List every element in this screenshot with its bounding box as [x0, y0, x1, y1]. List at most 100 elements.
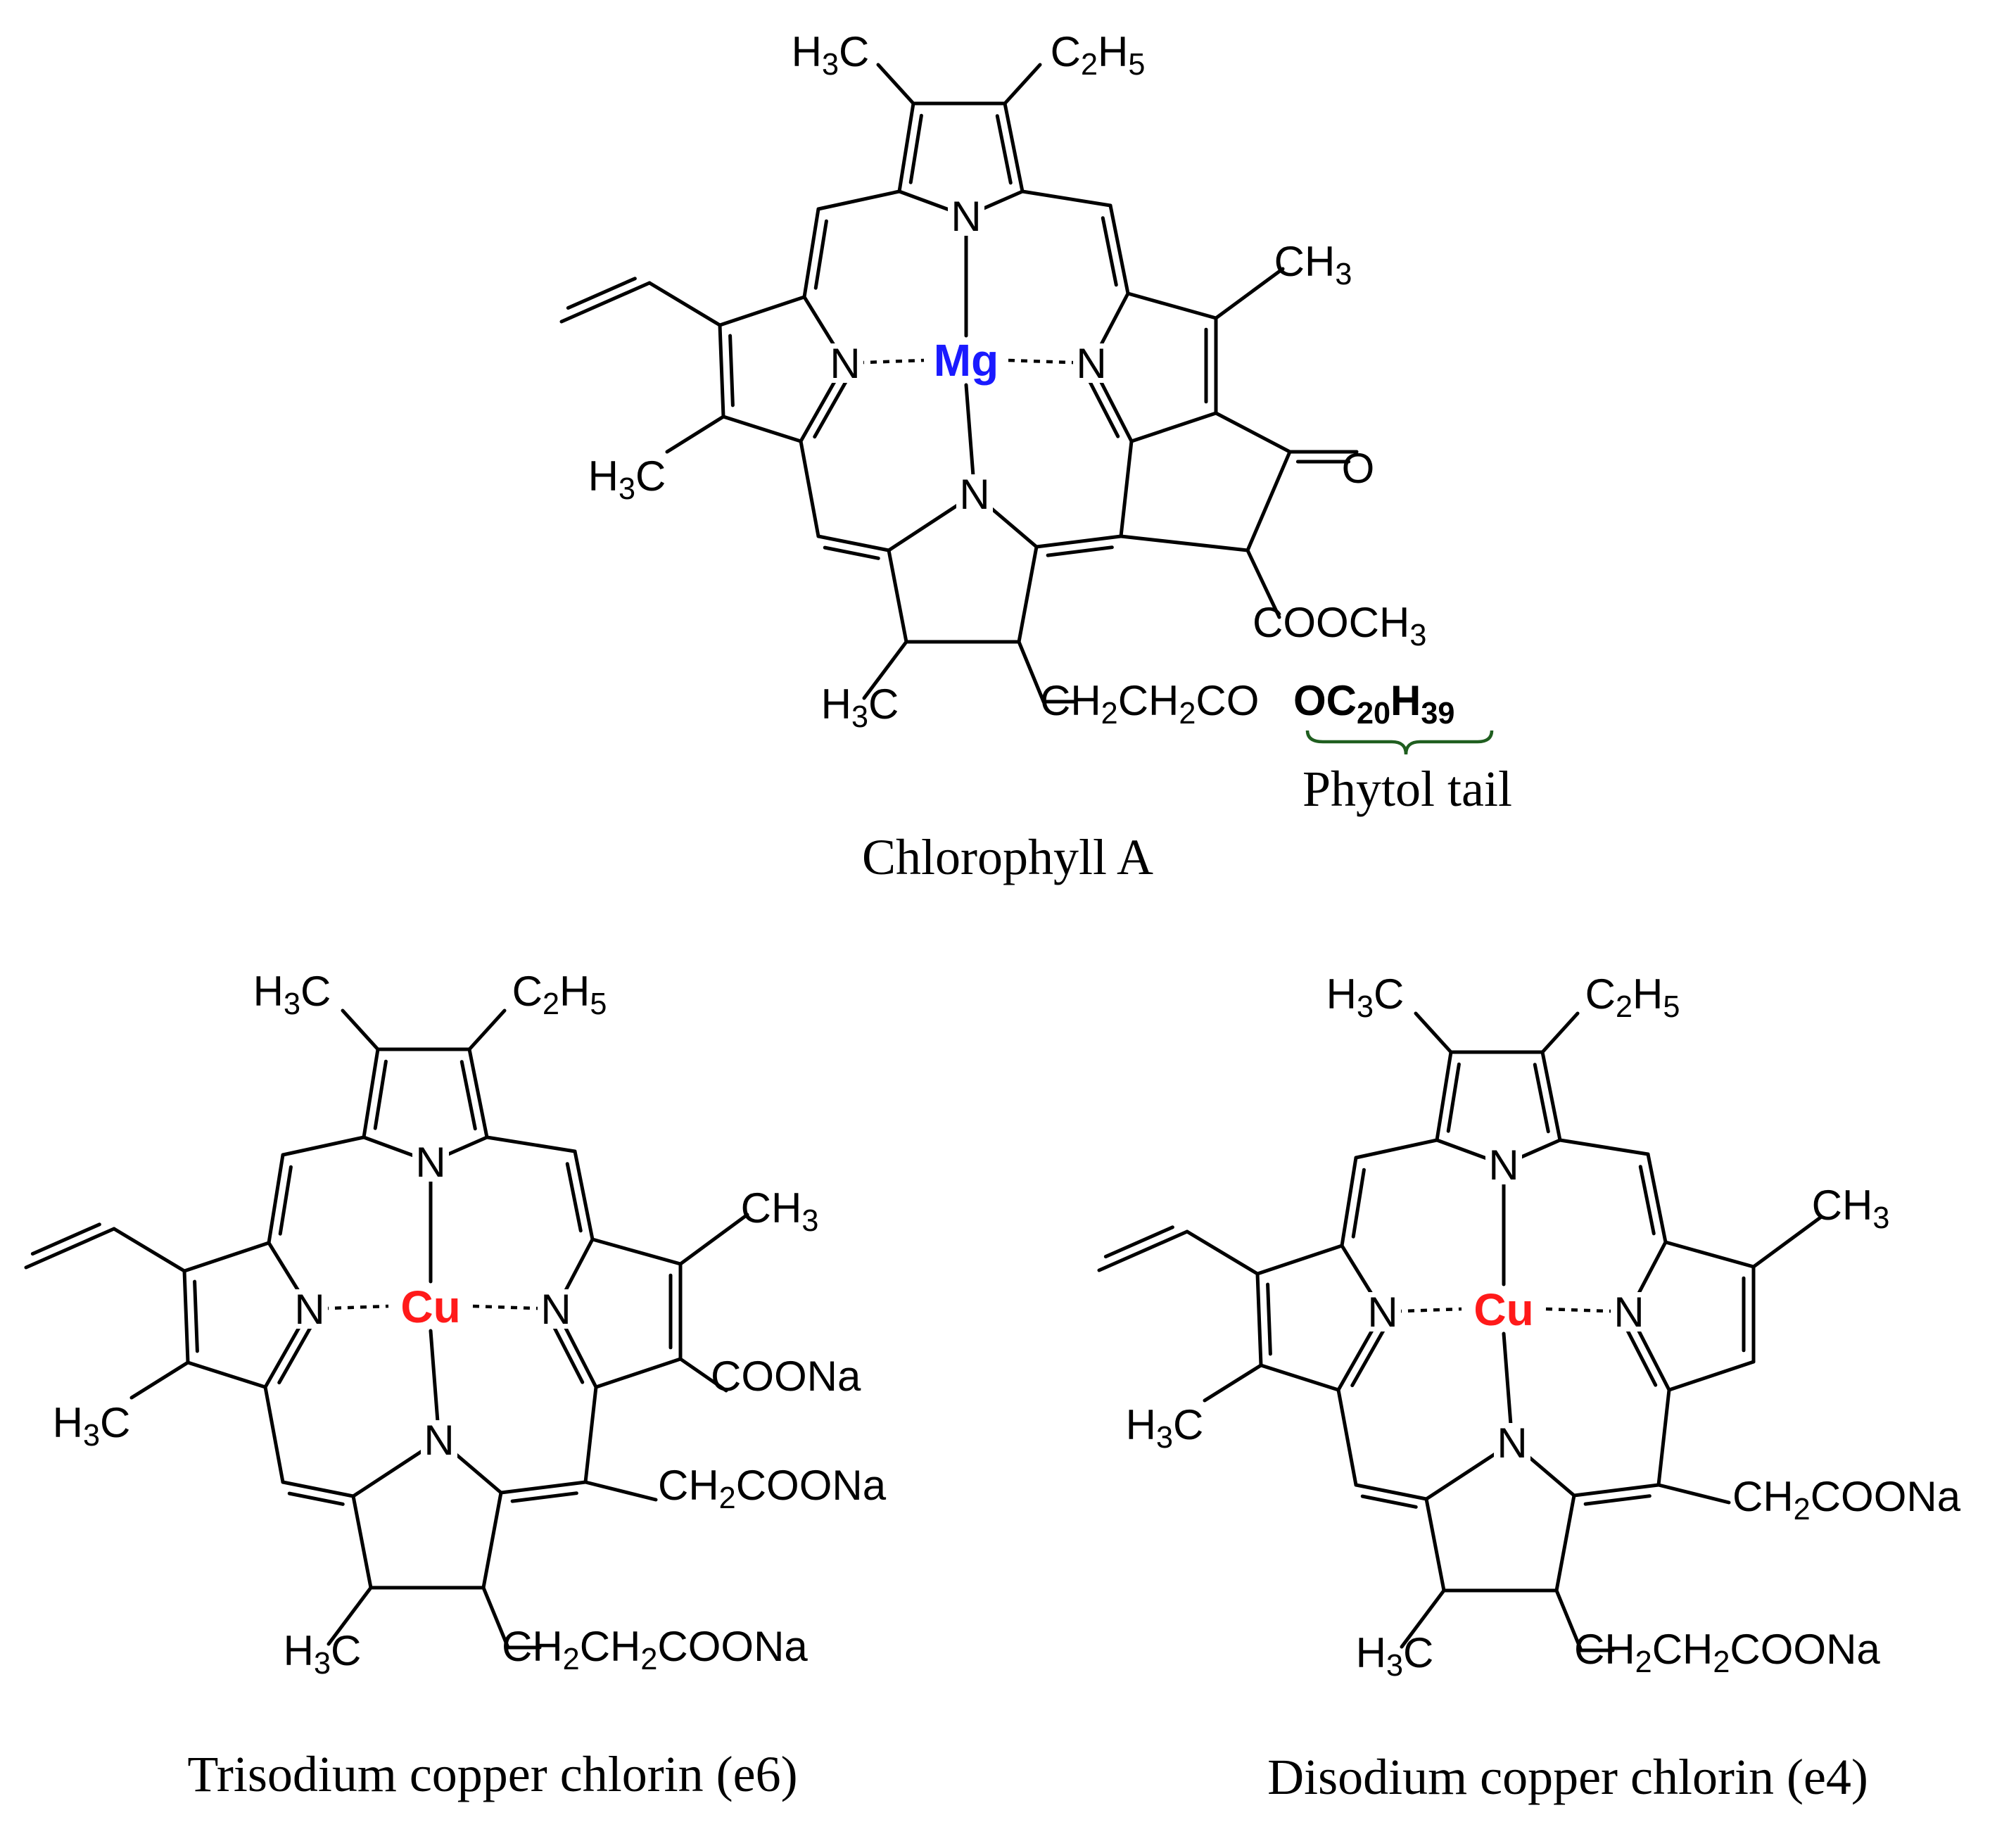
bond-line [267, 1153, 285, 1245]
bond-line [1085, 375, 1120, 438]
bond-line [287, 1491, 345, 1506]
bond-line [1034, 534, 1123, 549]
di-acetate: CH2COONa [1732, 1473, 1961, 1526]
bond-line [1259, 1363, 1340, 1392]
bond-line [1020, 189, 1112, 208]
atom-label-background [412, 1142, 449, 1182]
bond-line [1646, 1152, 1668, 1244]
bond-line [995, 114, 1013, 185]
atom-label-background [956, 474, 993, 514]
bond-line [1623, 1324, 1658, 1387]
bond-line [1351, 1168, 1366, 1239]
atom-label-background [827, 343, 863, 383]
bond-line [647, 281, 722, 327]
di-methyl-top: H3C [1326, 970, 1405, 1024]
bond-line [1255, 1272, 1263, 1367]
tri-methyl-right: CH3 [741, 1184, 819, 1238]
bond-line [1558, 1138, 1650, 1156]
chl-methyl-ester: COOCH3 [1253, 599, 1426, 652]
bond-line [1046, 545, 1114, 557]
bond-line [721, 415, 803, 443]
bond-line [728, 334, 735, 407]
atom-label-background [1494, 1423, 1530, 1462]
bond-line [1185, 1229, 1260, 1276]
di-methyl-left: H3C [1126, 1401, 1204, 1455]
bond-line [1266, 1282, 1272, 1356]
bond-line [1336, 1388, 1358, 1487]
bond-line [1129, 411, 1218, 443]
bond-line [481, 1491, 503, 1590]
bond-line [1003, 101, 1025, 194]
bond-line [1554, 1493, 1576, 1593]
bond-line [281, 1480, 355, 1498]
bond-line [718, 295, 806, 327]
nitrogen-right: N [540, 1286, 571, 1333]
bond-line [1435, 1050, 1453, 1142]
bond-line [182, 1269, 190, 1365]
chl-methyl-left: H3C [588, 453, 666, 506]
bond-line [813, 375, 851, 439]
atom-label-background [1364, 1292, 1401, 1332]
bond-line [594, 1357, 683, 1389]
bond-line [1126, 291, 1218, 320]
tri-propionate: CH2CH2COONa [502, 1623, 808, 1676]
bond-line [665, 415, 725, 454]
bond-line [24, 1227, 116, 1270]
atom-label-background [421, 1420, 457, 1460]
atom-label-background [1073, 343, 1110, 383]
bond-line [351, 1494, 373, 1590]
trisodium-bonds [24, 1008, 749, 1650]
bond-line [341, 1008, 380, 1051]
bond-line [799, 439, 820, 538]
bond-line [1245, 450, 1292, 552]
bond-line [1424, 1497, 1446, 1593]
atom-label-background [948, 196, 984, 236]
nitrogen-right: N [1614, 1289, 1644, 1336]
bond-line [129, 1360, 190, 1400]
bond-line [573, 1149, 595, 1241]
bond-line [565, 1162, 583, 1233]
chl-methyl-right: CH3 [1274, 238, 1352, 291]
atom-label-background [538, 1289, 574, 1329]
bond-line [481, 1586, 510, 1650]
bond-line [1017, 640, 1046, 704]
bond-line [1446, 1062, 1461, 1133]
chl-ethyl-top: C2H5 [1051, 28, 1146, 82]
bond-line [816, 189, 901, 211]
tri-carboxylate: COONa [711, 1353, 861, 1400]
bond-line [1108, 203, 1130, 296]
bond-line [467, 1047, 489, 1139]
bond-line [862, 640, 908, 700]
nitrogen-left: N [830, 340, 860, 387]
tri-ethyl-top: C2H5 [512, 968, 607, 1021]
bond-line [459, 1060, 477, 1131]
bond-line [278, 1165, 293, 1236]
disodium-metal: Cu [1473, 1284, 1533, 1335]
tri-methyl-bottom: H3C [284, 1627, 362, 1681]
bond-line [583, 1385, 598, 1484]
bond-line [1103, 1225, 1174, 1259]
di-ethyl-top: C2H5 [1585, 970, 1680, 1024]
bond-line [1572, 1483, 1661, 1498]
bond-line [1354, 1483, 1428, 1501]
bond-line [1097, 1229, 1189, 1272]
disodium-bonds [1097, 1011, 1822, 1652]
bond-line [510, 1491, 578, 1503]
bond-line [1203, 1363, 1263, 1403]
chl-methyl-bottom: H3C [821, 681, 899, 734]
bond-line [277, 1321, 315, 1385]
bond-line [1101, 216, 1118, 287]
bond-line [1533, 1063, 1550, 1134]
nitrogen-left: N [1367, 1289, 1397, 1336]
trisodium-metal: Cu [400, 1282, 460, 1332]
bond-line [182, 1241, 271, 1273]
bond-line [908, 113, 923, 184]
bond-line [590, 1237, 683, 1266]
bond-line [678, 1357, 728, 1393]
bond-line [813, 219, 828, 290]
chl-phytol-group: OC20H39 [1293, 677, 1454, 731]
bond-line [823, 545, 880, 560]
